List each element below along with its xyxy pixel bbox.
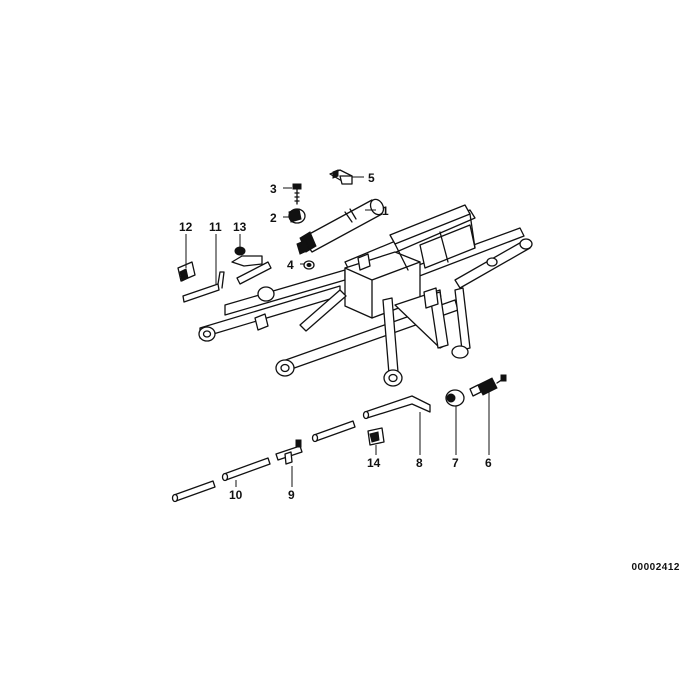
- callout-8: 8: [416, 456, 423, 470]
- part-6-valve: [469, 374, 507, 397]
- callout-labels: 1 2 3 4 5 6 7 8 9 10 11 12 13 14: [179, 171, 492, 502]
- subframe: [198, 204, 533, 387]
- callout-1: 1: [382, 204, 389, 218]
- drawing-reference-number: 00002412: [631, 562, 680, 573]
- part-13-tube: [231, 246, 272, 285]
- part-10-hoses: [171, 457, 271, 503]
- part-1-tube: [296, 198, 385, 255]
- part-14-clamp: [367, 427, 385, 446]
- callout-14: 14: [367, 456, 381, 470]
- part-2-clamp: [288, 208, 306, 224]
- callout-2: 2: [270, 211, 277, 225]
- callout-9: 9: [288, 488, 295, 502]
- part-9-tpiece: [275, 439, 303, 465]
- callout-13: 13: [233, 220, 247, 234]
- callout-5: 5: [368, 171, 375, 185]
- part-11-rod: [182, 271, 225, 303]
- callout-7: 7: [452, 456, 459, 470]
- callout-10: 10: [229, 488, 243, 502]
- callout-4: 4: [287, 258, 294, 272]
- leader-lines: [185, 176, 490, 487]
- callout-11: 11: [209, 220, 222, 234]
- part-4-nut: [303, 260, 315, 270]
- callout-12: 12: [179, 220, 193, 234]
- part-12-clip: [177, 261, 196, 282]
- part-5-bracket: [329, 169, 353, 185]
- part-3-screw: [292, 183, 302, 205]
- callout-6: 6: [485, 456, 492, 470]
- part-8-hose: [311, 395, 431, 443]
- callout-3: 3: [270, 182, 277, 196]
- part-7-fitting: [445, 389, 465, 407]
